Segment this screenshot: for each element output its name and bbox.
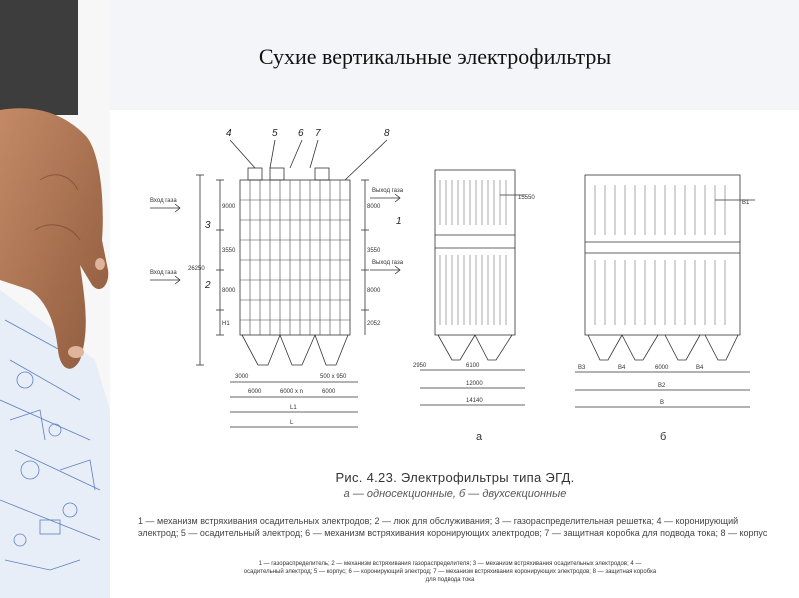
dim-bottom-3: 6000	[248, 389, 262, 395]
slide-title: Сухие вертикальные электрофильтры	[258, 44, 612, 69]
dim-mid-2: 2950	[413, 363, 427, 369]
inlet-label-bottom: Вход газа	[150, 270, 177, 276]
dim-left-3: 8000	[222, 288, 236, 294]
header-band	[0, 0, 799, 110]
callout-3: 3	[205, 220, 211, 231]
figure-subcaption: а — односекционные, б — двухсекционные	[343, 488, 567, 500]
dim-right-b2: B2	[658, 383, 666, 389]
dim-left-2: 3550	[222, 248, 236, 254]
dim-mid-4: 12000	[466, 381, 483, 387]
dim-mid-5: 14140	[466, 398, 483, 404]
inlet-label-top: Вход газа	[150, 198, 177, 204]
figure-caption: Рис. 4.23. Электрофильтры типа ЭГД.	[335, 470, 575, 485]
figure: 4 5 6 7 8 3 2 1 Вход газа Вход газа Выхо…	[130, 120, 780, 590]
hand-photo	[0, 0, 110, 598]
view-label-a: а	[476, 431, 483, 443]
dim-bottom-1: 3000	[235, 374, 249, 380]
callout-7: 7	[315, 128, 321, 139]
callout-8: 8	[384, 128, 390, 139]
dim-right-6000: 6000	[655, 365, 669, 371]
callout-6: 6	[298, 128, 304, 139]
dim-right-b4b: B4	[696, 365, 704, 371]
outlet-label-bottom: Выход газа	[372, 260, 404, 266]
callout-4: 4	[226, 128, 232, 139]
view-a-section	[420, 169, 525, 406]
dim-right-b3: B3	[578, 365, 586, 371]
dim-bottom-7: L	[290, 420, 294, 426]
figure-small-legend: 1 — газораспределитель; 2 — механизм вст…	[243, 561, 657, 583]
dim-right-b4a: B4	[618, 365, 626, 371]
dim-left-1: 9000	[222, 204, 236, 210]
view-b-section	[575, 174, 755, 408]
outlet-label-top: Выход газа	[372, 188, 404, 194]
callout-5: 5	[272, 128, 278, 139]
dim-right-4: 2052	[367, 321, 381, 327]
dim-bottom-4: 6000 x n	[280, 389, 303, 395]
callout-1: 1	[396, 216, 402, 227]
dim-right-2: 3550	[367, 248, 381, 254]
view-label-b: б	[660, 431, 666, 443]
electrofilter-drawing: 4 5 6 7 8 3 2 1 Вход газа Вход газа Выхо…	[150, 128, 755, 443]
dim-right-1: 8000	[367, 204, 381, 210]
dim-bottom-5: 6000	[322, 389, 336, 395]
dim-mid-3: 6100	[466, 363, 480, 369]
dim-right-3: 8000	[367, 288, 381, 294]
figure-legend: 1 — механизм встряхивания осадительных э…	[138, 516, 768, 538]
dim-left-4: H1	[222, 321, 230, 327]
dim-bottom-6: L1	[290, 405, 297, 411]
callout-2: 2	[204, 280, 211, 291]
dim-left-total: 26250	[188, 266, 205, 272]
dim-right-b1: B1	[742, 200, 750, 206]
dim-bottom-2: 500 x 950	[320, 374, 347, 380]
dim-mid-1: 15550	[518, 195, 535, 201]
dim-right-b: B	[660, 400, 664, 406]
side-section	[150, 139, 401, 428]
